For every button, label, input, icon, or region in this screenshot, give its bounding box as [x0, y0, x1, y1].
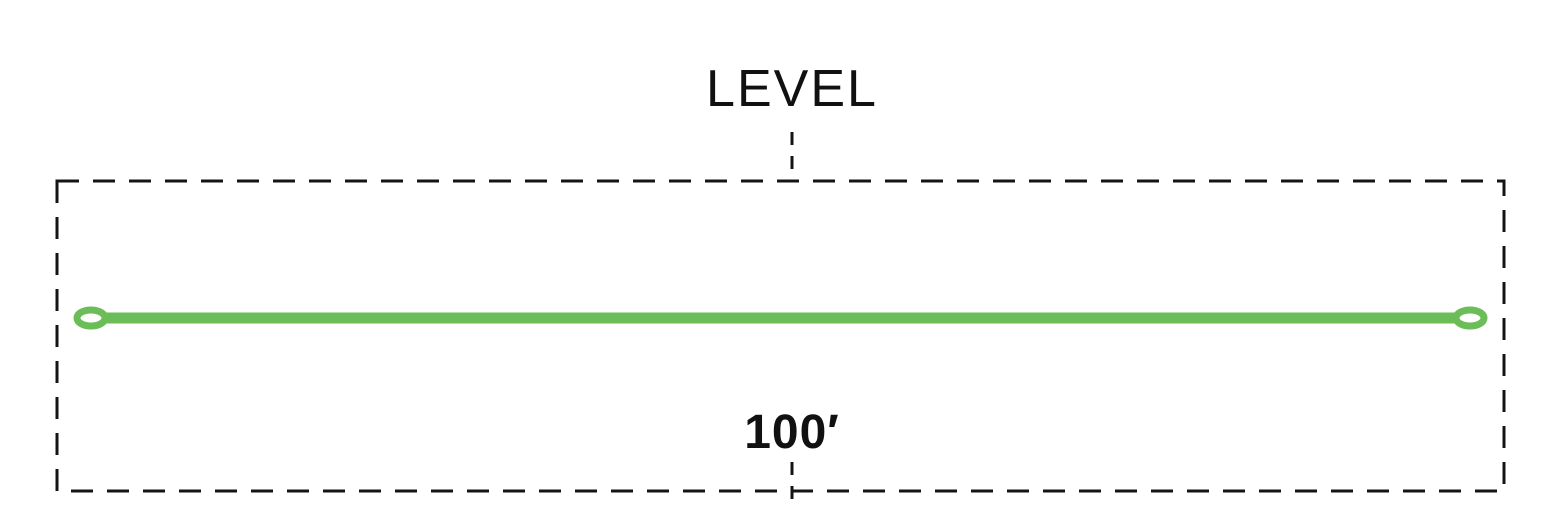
right-eyelet-icon: [1452, 306, 1488, 330]
boundary-rect: [55, 179, 1506, 493]
level-label: LEVEL: [706, 60, 878, 118]
length-label: 100′: [744, 406, 840, 459]
left-eyelet-icon: [73, 306, 109, 330]
